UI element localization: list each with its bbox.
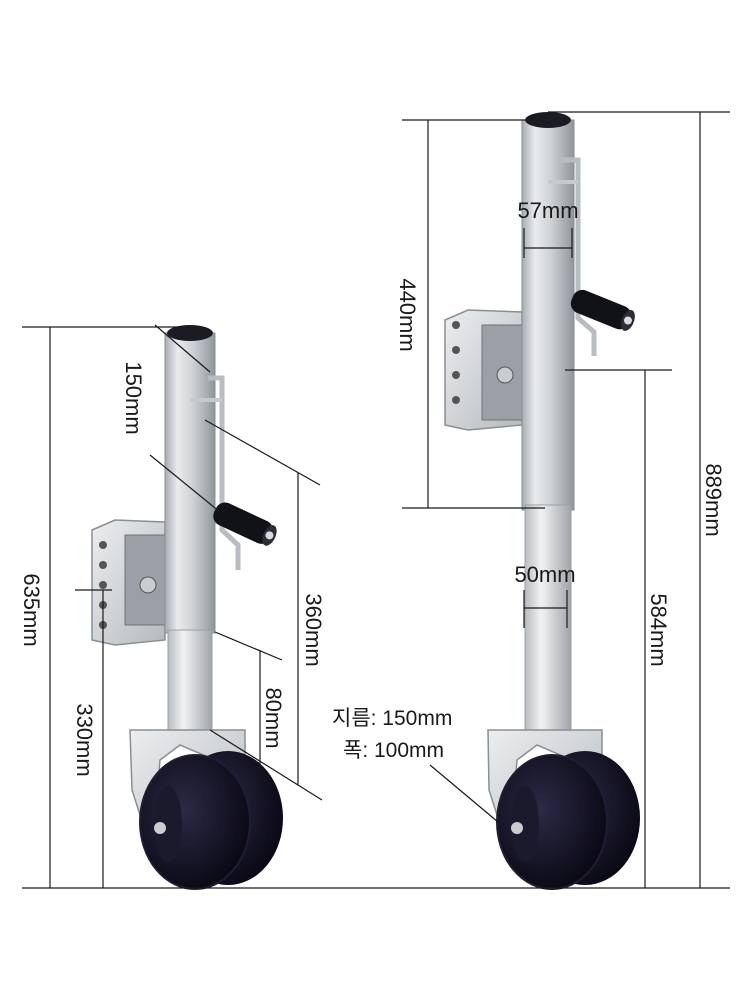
left-top-cap (167, 325, 213, 341)
right-mounting-plate (444, 309, 523, 431)
right-outer-width-label: 57mm (517, 198, 578, 223)
right-wheels (496, 751, 640, 890)
right-jack (444, 112, 640, 890)
right-outer-tube (521, 119, 575, 511)
left-wheels (139, 751, 283, 890)
dimension-lines (22, 111, 730, 889)
left-jack (91, 325, 283, 890)
wheel-width-note: 폭: 100mm (343, 739, 445, 762)
left-inner-tube (167, 629, 213, 731)
left-top-section-label: 150mm (121, 361, 146, 434)
right-total-height-label: 889mm (701, 463, 726, 536)
left-handle-span-label: 360mm (301, 593, 326, 666)
left-total-height-label: 635mm (19, 573, 44, 646)
wheel-diameter-note: 지름: 150mm (332, 707, 453, 730)
right-handle (570, 289, 635, 331)
left-wheel-offset-label: 80mm (261, 687, 286, 748)
right-top-cap (525, 112, 571, 128)
left-mounting-plate (91, 519, 166, 646)
left-outer-tube (164, 332, 216, 634)
right-upper-length-label: 440mm (395, 278, 420, 351)
right-inner-tube (524, 504, 572, 731)
right-lower-length-label: 584mm (646, 593, 671, 666)
left-lower-height-label: 330mm (72, 703, 97, 776)
left-handle (213, 502, 277, 546)
right-inner-width-label: 50mm (514, 562, 575, 587)
left-crank-rod (208, 375, 241, 570)
right-crank-rod (560, 157, 597, 356)
